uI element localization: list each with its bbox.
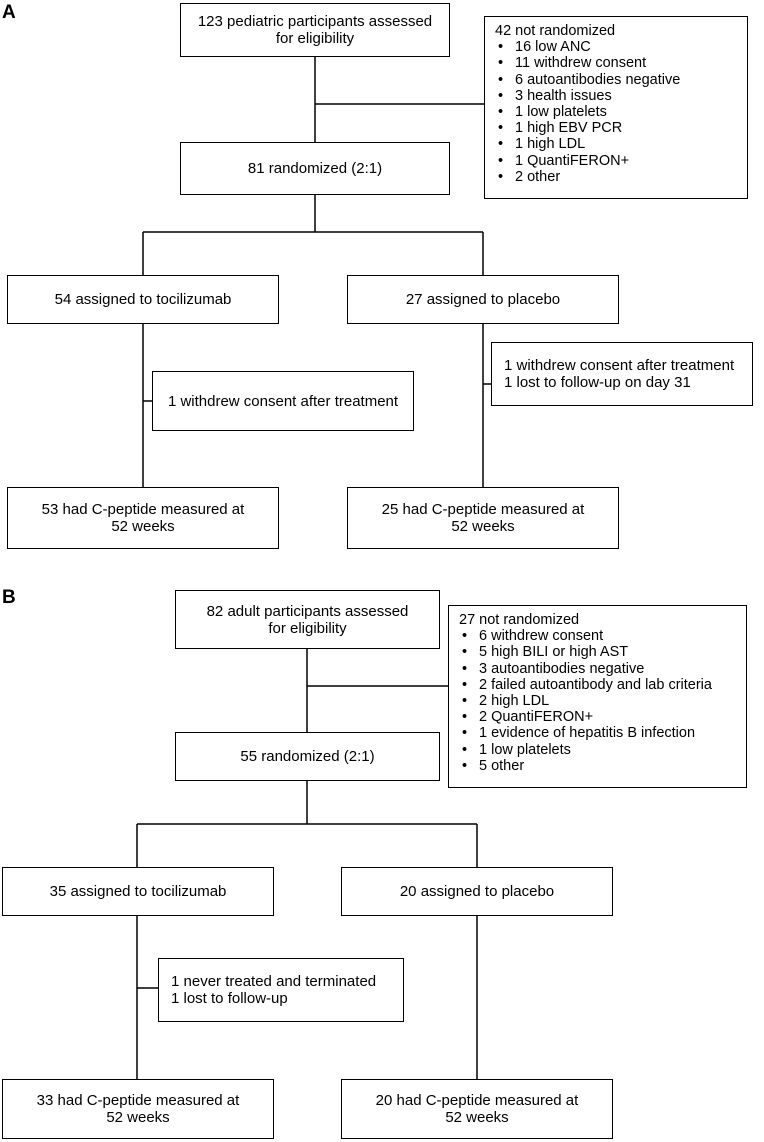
randomized-label: 81 randomized (2:1) (247, 160, 383, 177)
assessed-line-1: 82 adult participants assessed (206, 602, 409, 620)
treatment-arm-label: 35 assigned to tocilizumab (49, 883, 227, 900)
list-item: 1 low platelets (495, 104, 680, 120)
connector-lines (136, 649, 478, 1079)
not-randomized-box: 42 not randomized 16 low ANC 11 withdrew… (484, 16, 748, 199)
not-randomized-heading: 27 not randomized (459, 612, 580, 628)
list-item: 2 failed autoantibody and lab criteria (459, 677, 712, 693)
placebo-outcome-box: 25 had C-peptide measured at 52 weeks (347, 487, 619, 549)
list-item: 1 evidence of hepatitis B infection (459, 725, 712, 741)
treatment-outcome-line-2: 52 weeks (106, 1109, 170, 1126)
treatment-outcome-box: 53 had C-peptide measured at 52 weeks (7, 487, 279, 549)
not-randomized-box: 27 not randomized 6 withdrew consent 5 h… (448, 605, 747, 788)
exclusion-list: 16 low ANC 11 withdrew consent 6 autoant… (495, 39, 680, 185)
placebo-outcome-line-2: 52 weeks (445, 1109, 509, 1126)
placebo-loss-line-1: 1 withdrew consent after treatment (504, 357, 735, 374)
list-item: 3 health issues (495, 88, 680, 104)
placebo-loss-box: 1 withdrew consent after treatment 1 los… (491, 342, 753, 406)
randomized-box: 81 randomized (2:1) (180, 142, 450, 195)
treatment-loss-box: 1 never treated and terminated 1 lost to… (158, 958, 404, 1022)
assessed-line-2: for eligibility (275, 30, 355, 47)
panel-label: B (2, 587, 16, 608)
list-item: 2 other (495, 169, 680, 185)
list-item: 6 autoantibodies negative (495, 72, 680, 88)
placebo-loss-line-2: 1 lost to follow-up on day 31 (504, 374, 691, 391)
treatment-loss-line-2: 1 lost to follow-up (171, 990, 288, 1007)
list-item: 1 high LDL (495, 136, 680, 152)
list-item: 5 high BILI or high AST (459, 644, 712, 660)
placebo-arm-box: 20 assigned to placebo (341, 867, 613, 916)
treatment-arm-box: 54 assigned to tocilizumab (7, 275, 279, 324)
assessed-line-1: 123 pediatric participants assessed (197, 13, 433, 30)
list-item: 6 withdrew consent (459, 628, 712, 644)
randomized-box: 55 randomized (2:1) (175, 732, 440, 781)
list-item: 1 QuantiFERON+ (495, 153, 680, 169)
treatment-loss-line-1: 1 withdrew consent after treatment (167, 392, 399, 410)
placebo-outcome-line-2: 52 weeks (451, 518, 515, 535)
exclusion-list: 6 withdrew consent 5 high BILI or high A… (459, 628, 712, 774)
treatment-loss-line-1: 1 never treated and terminated (171, 973, 377, 990)
treatment-arm-box: 35 assigned to tocilizumab (2, 867, 274, 916)
list-item: 3 autoantibodies negative (459, 661, 712, 677)
list-item: 5 other (459, 758, 712, 774)
treatment-outcome-line-1: 33 had C-peptide measured at (36, 1092, 240, 1109)
placebo-arm-label: 27 assigned to placebo (405, 291, 561, 308)
list-item: 16 low ANC (495, 39, 680, 55)
list-item: 2 QuantiFERON+ (459, 709, 712, 725)
placebo-outcome-line-1: 25 had C-peptide measured at (381, 501, 585, 518)
randomized-label: 55 randomized (2:1) (240, 748, 375, 765)
treatment-outcome-box: 33 had C-peptide measured at 52 weeks (2, 1079, 274, 1139)
placebo-arm-box: 27 assigned to placebo (347, 275, 619, 324)
assessed-line-2: for eligibility (268, 619, 347, 637)
list-item: 2 high LDL (459, 693, 712, 709)
list-item: 1 high EBV PCR (495, 120, 680, 136)
assessed-box: 123 pediatric participants assessed for … (180, 3, 450, 57)
connector-lines (142, 57, 491, 487)
placebo-arm-label: 20 assigned to placebo (399, 883, 555, 900)
panel-label: A (2, 2, 16, 23)
list-item: 11 withdrew consent (495, 55, 680, 71)
placebo-outcome-line-1: 20 had C-peptide measured at (375, 1092, 579, 1109)
treatment-outcome-line-1: 53 had C-peptide measured at (41, 501, 245, 518)
flowchart-panel-b: B 82 adult participants assessed for eli… (0, 585, 764, 1142)
flowchart-panel-a: A 123 pediatric participants assessed fo… (0, 0, 764, 575)
assessed-box: 82 adult participants assessed for eligi… (175, 590, 440, 649)
treatment-outcome-line-2: 52 weeks (111, 518, 175, 535)
treatment-loss-box: 1 withdrew consent after treatment (152, 371, 414, 431)
treatment-arm-label: 54 assigned to tocilizumab (54, 291, 232, 308)
placebo-outcome-box: 20 had C-peptide measured at 52 weeks (341, 1079, 613, 1139)
not-randomized-heading: 42 not randomized (495, 23, 616, 39)
list-item: 1 low platelets (459, 742, 712, 758)
